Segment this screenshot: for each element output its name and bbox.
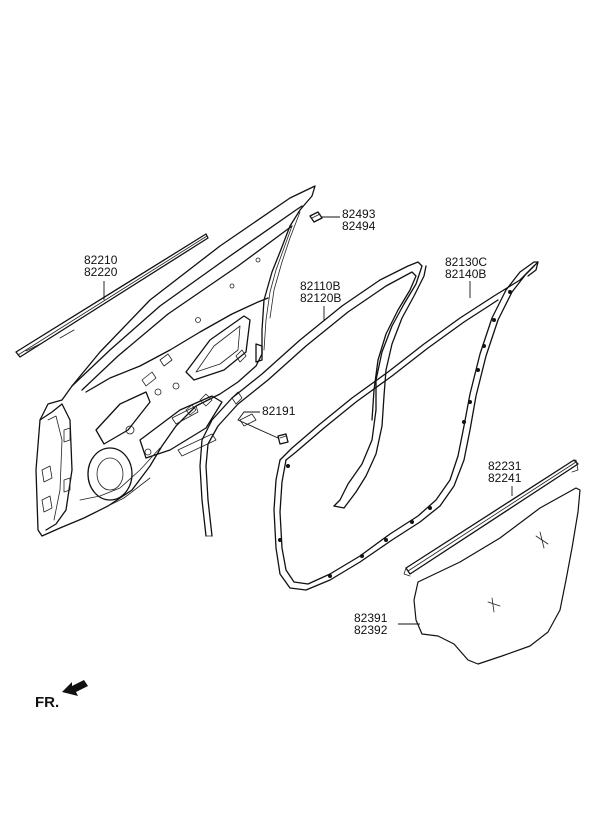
callout-door-panel-line1: 82210 bbox=[84, 253, 118, 267]
glass-run-strip bbox=[15, 233, 209, 358]
front-direction-label: FR. bbox=[35, 694, 60, 711]
callout-fastener: 82191 bbox=[262, 405, 295, 417]
callout-door-seal: 82110B 82120B bbox=[300, 280, 341, 304]
callout-clip-line2: 82494 bbox=[342, 219, 376, 233]
callout-body-weatherstrip: 82130C 82140B bbox=[445, 256, 487, 280]
callout-trim-sheet: 82391 82392 bbox=[354, 612, 387, 636]
callout-body-weatherstrip-line1: 82130C bbox=[445, 255, 488, 269]
beltline-strip-part bbox=[403, 459, 579, 577]
front-direction-arrow-icon bbox=[62, 680, 88, 696]
callout-door-panel: 82210 82220 bbox=[84, 254, 117, 278]
callout-trim-sheet-line2: 82392 bbox=[354, 623, 388, 637]
clip-part bbox=[309, 211, 323, 223]
callout-door-seal-line2: 82120B bbox=[300, 291, 342, 305]
door-panel bbox=[35, 185, 316, 537]
callout-fastener-line1: 82191 bbox=[262, 404, 296, 418]
body-weatherstrip-part bbox=[273, 261, 539, 591]
door-seal-part bbox=[199, 261, 427, 537]
callout-clip: 82493 82494 bbox=[342, 208, 375, 232]
callout-beltline-strip-line1: 82231 bbox=[488, 459, 522, 473]
callout-clip-line1: 82493 bbox=[342, 207, 376, 221]
callout-beltline-strip-line2: 82241 bbox=[488, 471, 522, 485]
callout-trim-sheet-line1: 82391 bbox=[354, 611, 388, 625]
callout-body-weatherstrip-line2: 82140B bbox=[445, 267, 487, 281]
callout-beltline-strip: 82231 82241 bbox=[488, 460, 521, 484]
trim-sheet-part bbox=[413, 487, 581, 665]
leader-lines bbox=[103, 216, 513, 625]
fastener-part bbox=[277, 433, 289, 445]
callout-door-panel-line2: 82220 bbox=[84, 265, 118, 279]
callout-door-seal-line1: 82110B bbox=[300, 279, 341, 293]
